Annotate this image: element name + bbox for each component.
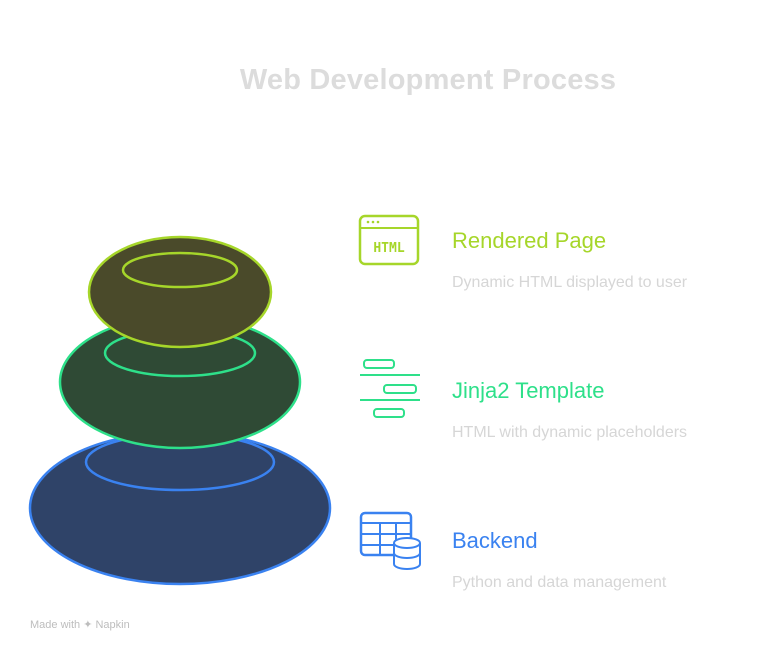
footer-brand: Napkin <box>95 619 130 631</box>
html-page-icon: HTML <box>358 214 420 266</box>
layer-label-backend: Backend <box>452 528 538 553</box>
database-table-icon <box>359 511 421 570</box>
template-layout-icon <box>360 359 420 418</box>
layer-label-jinja2-template: Jinja2 Template <box>452 378 605 403</box>
footer-credit: Made with ✦ Napkin <box>30 618 130 631</box>
svg-text:HTML: HTML <box>373 241 404 256</box>
layer-label-rendered-page: Rendered Page <box>452 228 607 253</box>
napkin-logo-icon: ✦ <box>83 619 93 631</box>
rendered-inner-ring <box>121 251 239 289</box>
layer-desc-jinja2-template: HTML with dynamic placeholders <box>452 424 688 441</box>
diagram-title: Web Development Process <box>239 64 617 96</box>
rendered-disc <box>87 235 273 349</box>
layer-desc-rendered-page: Dynamic HTML displayed to user <box>452 274 688 291</box>
stack-layer-rendered <box>87 235 273 349</box>
stack-layer-backend <box>28 430 332 586</box>
layer-desc-backend: Python and data management <box>452 574 667 591</box>
footer-text: Made with <box>30 619 81 631</box>
backend-disc <box>28 430 332 586</box>
